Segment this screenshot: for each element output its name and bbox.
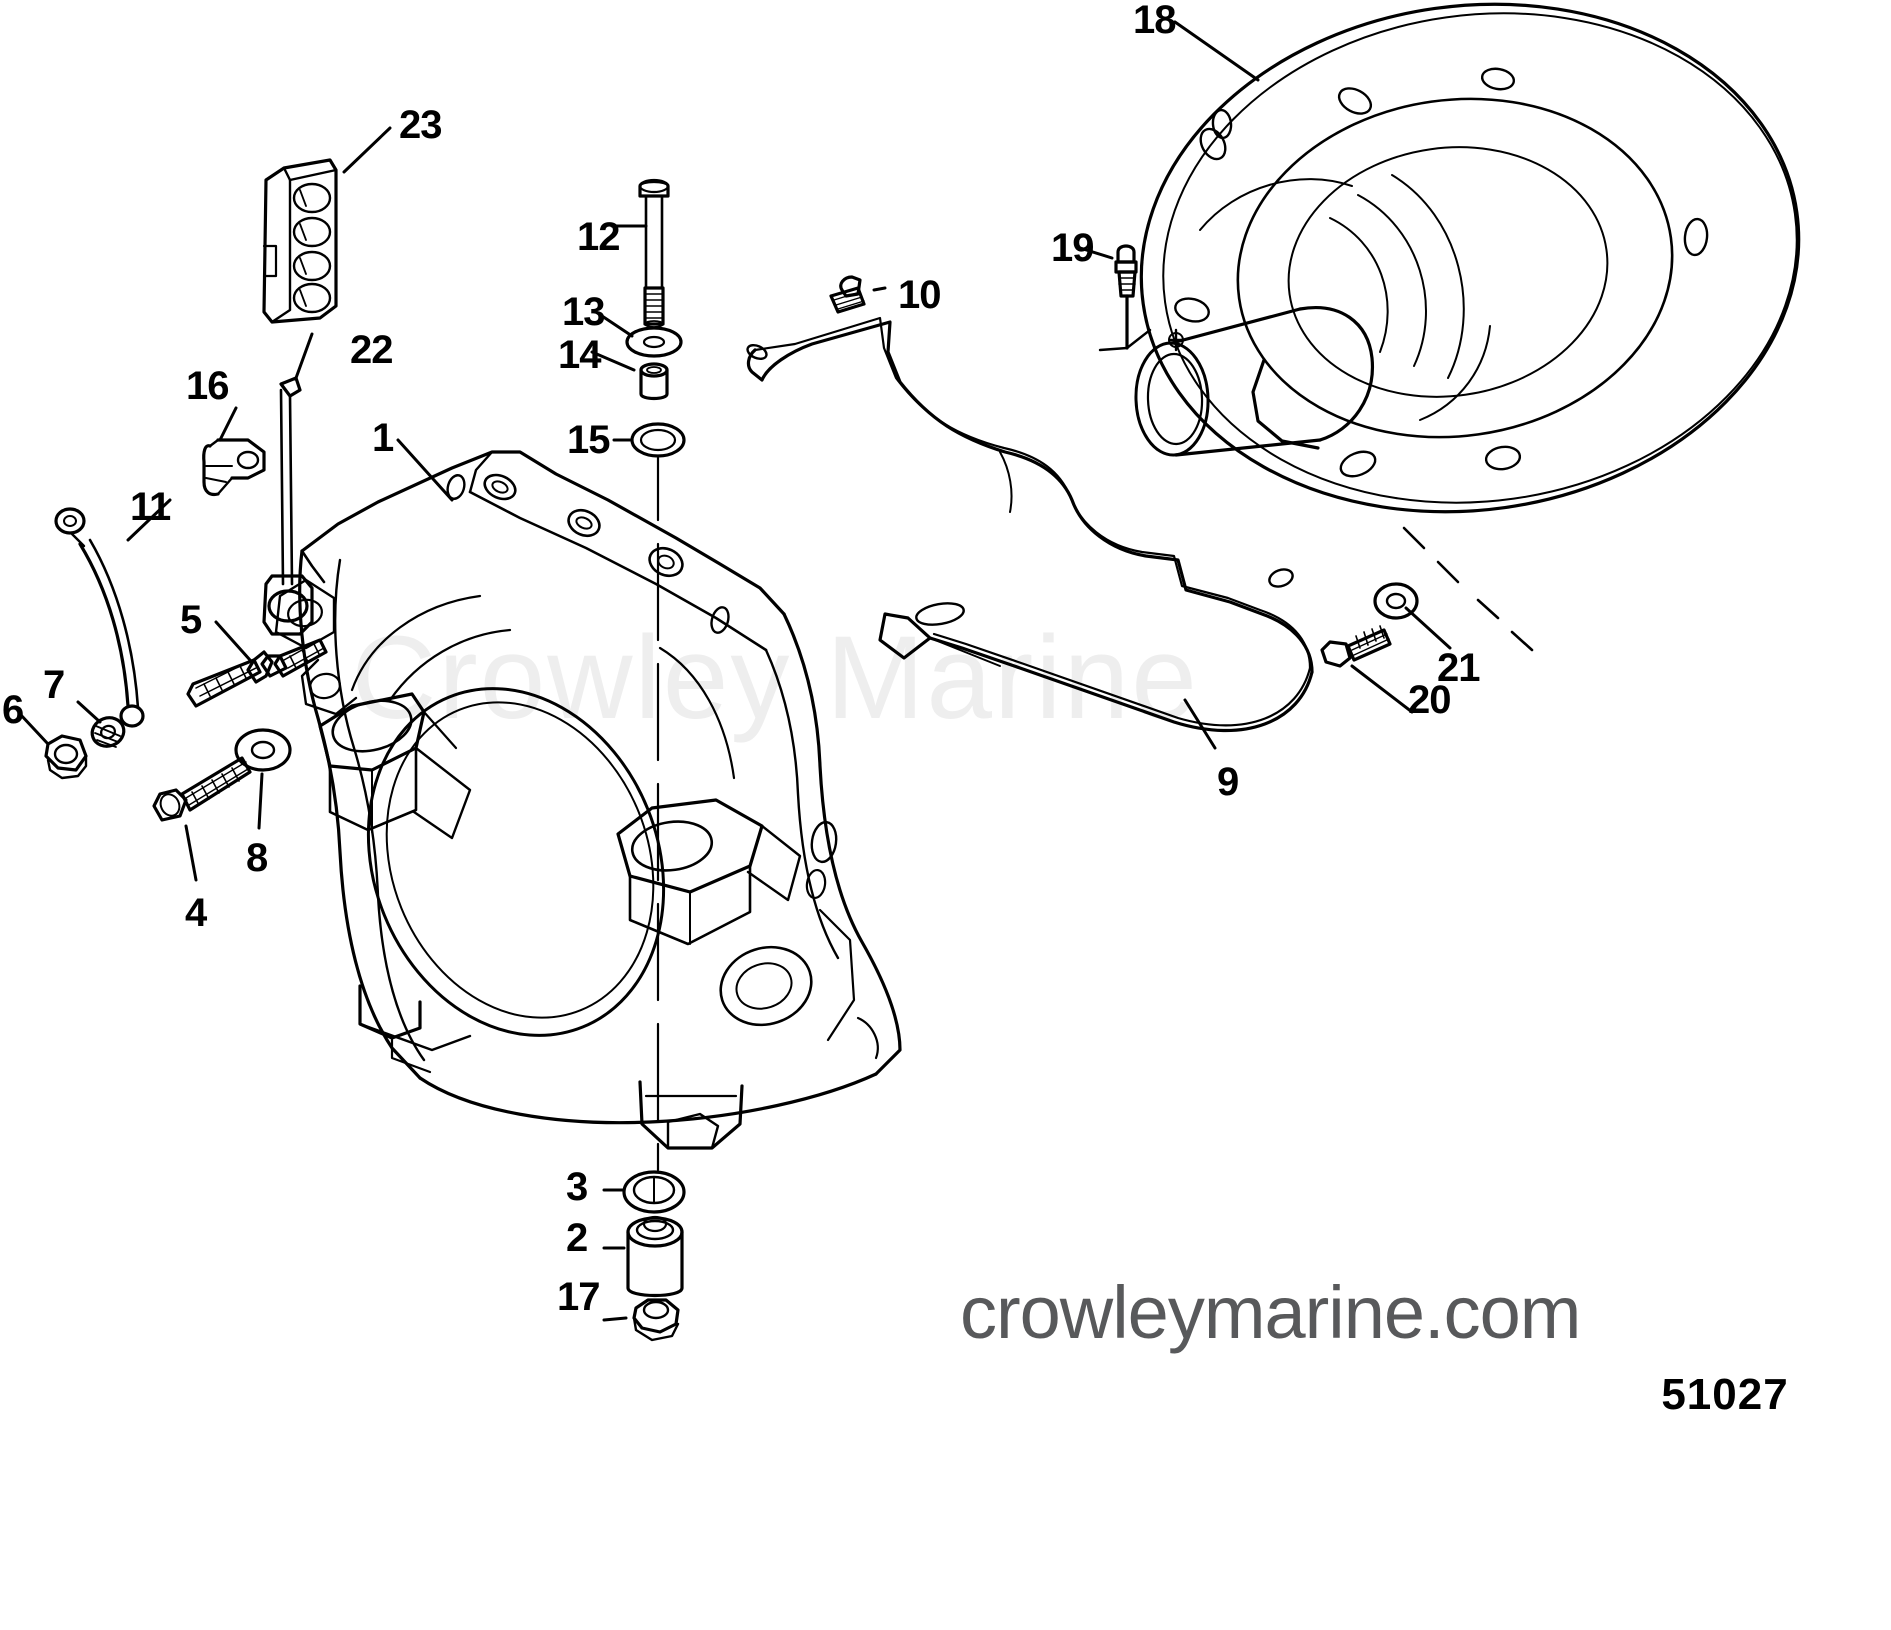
ground-cable-art	[54, 498, 172, 728]
shift-lever-rod-art	[262, 332, 314, 636]
flat-washer-13-art	[594, 310, 683, 358]
callout-11[interactable]: 11	[130, 485, 171, 529]
shield-bolt-washer-art	[1320, 526, 1534, 714]
callout-10[interactable]: 10	[898, 273, 941, 317]
seal-washer-15-art	[612, 422, 686, 1172]
gimbal-housing-art	[1134, 2, 1801, 514]
callout-15[interactable]: 15	[567, 418, 610, 462]
callout-1[interactable]: 1	[372, 416, 394, 460]
callout-13[interactable]: 13	[562, 290, 605, 334]
callout-2[interactable]: 2	[566, 1216, 588, 1260]
callout-16[interactable]: 16	[186, 364, 229, 408]
grease-fitting-art	[1078, 244, 1184, 352]
callout-7[interactable]: 7	[43, 663, 65, 707]
callout-9[interactable]: 9	[1217, 760, 1239, 804]
callout-3[interactable]: 3	[566, 1165, 588, 1209]
callout-5[interactable]: 5	[180, 598, 202, 642]
callout-6[interactable]: 6	[2, 688, 24, 732]
hex-bolt-art	[152, 756, 252, 882]
callout-14[interactable]: 14	[558, 333, 601, 377]
flat-washer-8-art	[234, 728, 292, 830]
callout-8[interactable]: 8	[246, 836, 268, 880]
callout-18[interactable]: 18	[1133, 0, 1176, 42]
hex-nut-art	[18, 712, 88, 780]
callout-21[interactable]: 21	[1437, 646, 1480, 690]
mount-bushing-art	[602, 1215, 684, 1298]
double-end-stud-art	[186, 620, 328, 708]
callout-4[interactable]: 4	[185, 891, 207, 935]
long-hex-bolt-art	[610, 178, 670, 328]
shield-screw-art	[829, 275, 887, 314]
callout-19[interactable]: 19	[1051, 226, 1094, 270]
callout-17[interactable]: 17	[557, 1275, 600, 1319]
callout-12[interactable]: 12	[577, 215, 620, 259]
splash-shield-art	[746, 316, 1314, 750]
cable-clamp-art	[202, 406, 266, 497]
diagram-number: 51027	[1661, 1370, 1789, 1419]
spacer-sleeve-art	[590, 350, 669, 401]
bell-housing-art	[274, 438, 902, 1150]
locknut-art	[602, 1298, 680, 1342]
callout-22[interactable]: 22	[350, 328, 393, 372]
footer-brand-text: crowleymarine.com	[960, 1271, 1581, 1354]
callout-20[interactable]: 20	[1408, 678, 1451, 722]
seal-washer-3-art	[602, 1170, 686, 1214]
callout-23[interactable]: 23	[399, 103, 442, 147]
hose-clamp-block-art	[262, 126, 392, 324]
lock-washer-art	[76, 700, 126, 748]
